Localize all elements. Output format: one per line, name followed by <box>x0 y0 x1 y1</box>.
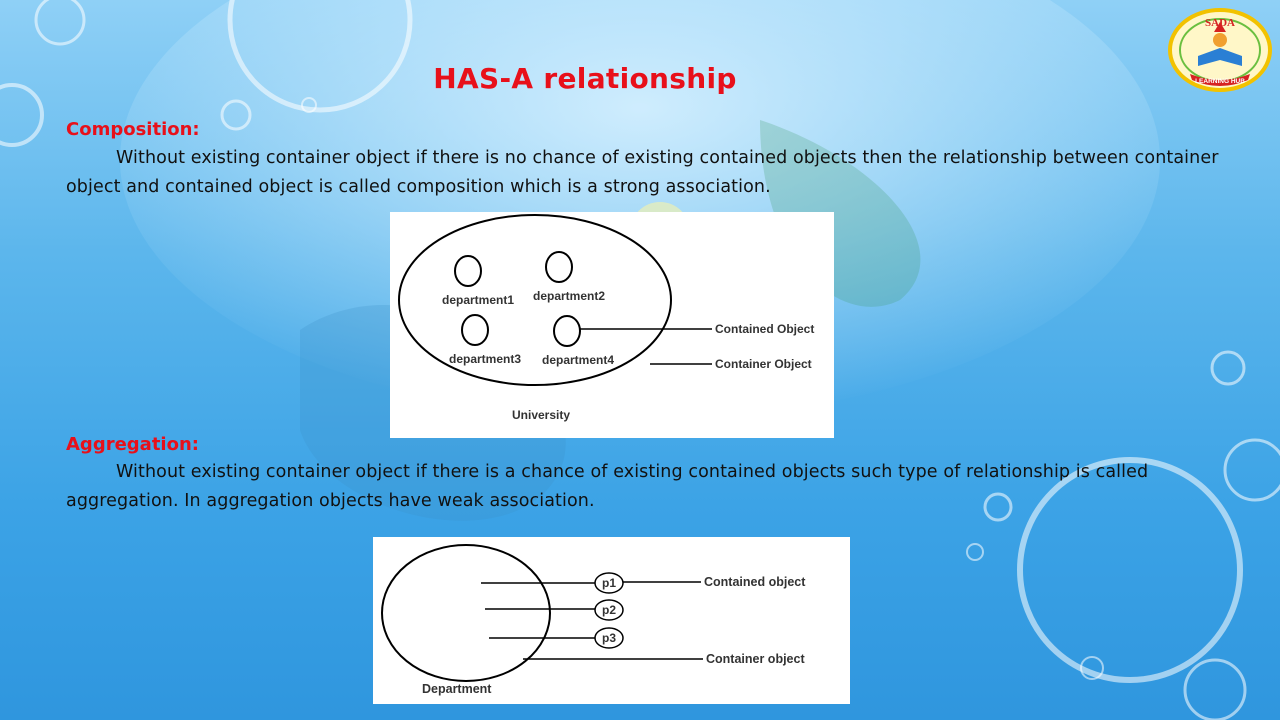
department2-label: department2 <box>533 289 605 303</box>
university-ellipse <box>398 214 672 386</box>
p2-label: p2 <box>602 603 616 617</box>
logo-text-bottom: LEARNING HUB <box>1195 78 1245 85</box>
slide-title: HAS-A relationship <box>433 62 737 95</box>
sada-learning-hub-logo: SADA LEARNING HUB <box>1168 8 1272 92</box>
composition-text: Without existing container object if the… <box>66 148 1219 197</box>
composition-heading: Composition: <box>66 119 200 140</box>
p3-node <box>594 627 624 649</box>
department3-label: department3 <box>449 352 521 366</box>
aggregation-heading: Aggregation: <box>66 434 199 455</box>
logo-text-top: SADA <box>1205 17 1235 29</box>
aggregation-text: Without existing container object if the… <box>66 462 1149 511</box>
department4-label: department4 <box>542 353 614 367</box>
aggregation-diagram: p1 p2 p3 Contained object Container obje… <box>373 537 850 704</box>
department3-circle <box>461 314 489 346</box>
department-circle <box>381 544 551 682</box>
container-object-label: Container object <box>706 652 805 666</box>
department-label: Department <box>422 682 492 696</box>
composition-diagram: department1 department2 department3 depa… <box>390 212 834 438</box>
department2-circle <box>545 251 573 283</box>
p1-label: p1 <box>602 576 616 590</box>
p2-node <box>594 599 624 621</box>
contained-object-label: Contained object <box>704 575 806 589</box>
contained-object-label: Contained Object <box>715 322 814 336</box>
department1-circle <box>454 255 482 287</box>
p1-node <box>594 572 624 594</box>
aggregation-paragraph: Without existing container object if the… <box>66 458 1226 515</box>
department4-circle <box>553 315 581 347</box>
university-label: University <box>512 408 570 422</box>
composition-paragraph: Without existing container object if the… <box>66 144 1226 201</box>
department1-label: department1 <box>442 293 514 307</box>
container-object-label: Container Object <box>715 357 812 371</box>
p3-label: p3 <box>602 631 616 645</box>
